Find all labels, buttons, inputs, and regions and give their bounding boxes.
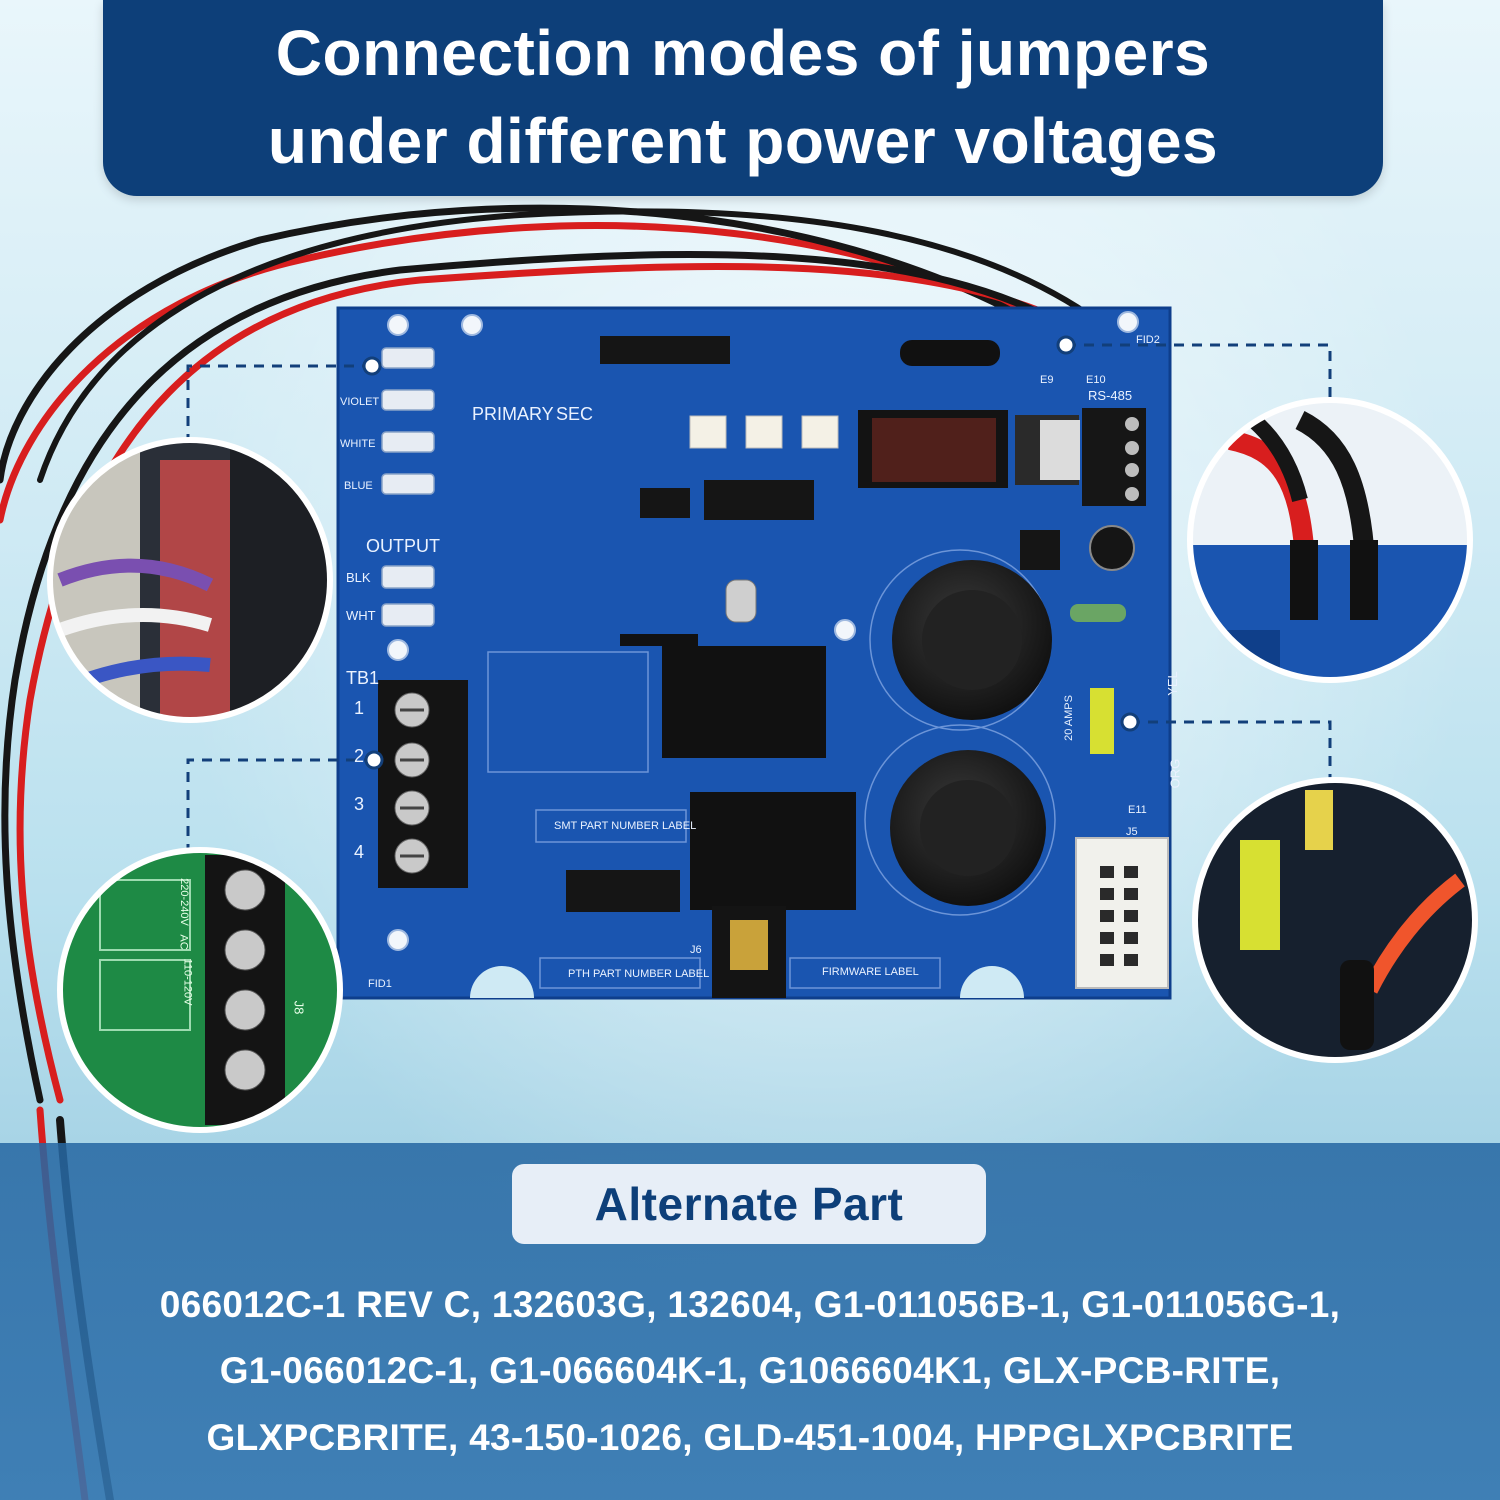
white-label: WHITE	[340, 438, 376, 450]
parts-line-1: 066012C-1 REV C, 132603G, 132604, G1-011…	[159, 1284, 1341, 1325]
terminal-block-tb1	[378, 680, 468, 888]
title-line-1: Connection modes of jumpers	[275, 17, 1211, 89]
violet-label: VIOLET	[340, 396, 380, 408]
callout-lines	[186, 343, 1332, 850]
e11-label: E11	[1128, 804, 1147, 816]
output-label: OUTPUT	[366, 536, 440, 556]
smt-label: SMT PART NUMBER LABEL	[554, 820, 697, 832]
primary-label: PRIMARY	[472, 404, 554, 424]
inset-green-terminal	[57, 847, 343, 1133]
tb-pin-2: 2	[354, 746, 365, 766]
inset-e9-e10-wires	[1187, 397, 1473, 683]
tb-pin-4: 4	[354, 842, 365, 862]
alternate-part-pill: Alternate Part	[512, 1164, 986, 1244]
pcb-board	[336, 306, 1172, 1000]
wht-label: WHT	[346, 608, 376, 623]
sec-label: SEC	[556, 404, 594, 424]
inset-ac-label: AC	[177, 934, 190, 950]
e10-label: E10	[1086, 374, 1106, 386]
org-label: ORG	[1167, 758, 1183, 789]
inset-ac-110-label: 110-120V	[181, 958, 194, 1006]
j5-label: J5	[1126, 826, 1138, 838]
parts-line-3: GLXPCBRITE, 43-150-1026, GLD-451-1004, H…	[206, 1417, 1294, 1458]
title-banner: Connection modes of jumpers under differ…	[103, 0, 1383, 196]
title-line-2: under different power voltages	[267, 105, 1219, 177]
blk-label: BLK	[346, 570, 371, 585]
inset-yel-org-jumper	[1192, 777, 1478, 1063]
wire-bundle	[0, 204, 1113, 1500]
rs485-label: RS-485	[1088, 388, 1133, 403]
capacitor-c1	[892, 560, 1052, 720]
firmware-label: FIRMWARE LABEL	[822, 966, 919, 978]
fid1-label: FID1	[368, 978, 392, 990]
blue-label: BLUE	[344, 480, 373, 492]
amps-label: 20 AMPS	[1062, 695, 1075, 741]
tb-pin-3: 3	[354, 794, 365, 814]
e9-label: E9	[1040, 374, 1054, 386]
parts-line-2: G1-066012C-1, G1-066604K-1, G1066604K1, …	[219, 1350, 1281, 1391]
inset-ac-220-label: 220-240V	[177, 878, 190, 926]
tb-pin-1: 1	[354, 698, 365, 718]
callout-dots	[362, 335, 1140, 770]
yel-label: YEL	[1164, 671, 1180, 696]
pth-label: PTH PART NUMBER LABEL	[568, 968, 710, 980]
alternate-part-heading: Alternate Part	[594, 1178, 904, 1230]
tb1-label: TB1	[346, 668, 380, 688]
fid2-label: FID2	[1136, 334, 1160, 346]
inset-j8-label: J8	[291, 1000, 307, 1015]
capacitor-c2	[890, 750, 1046, 906]
j6-label: J6	[690, 944, 702, 956]
